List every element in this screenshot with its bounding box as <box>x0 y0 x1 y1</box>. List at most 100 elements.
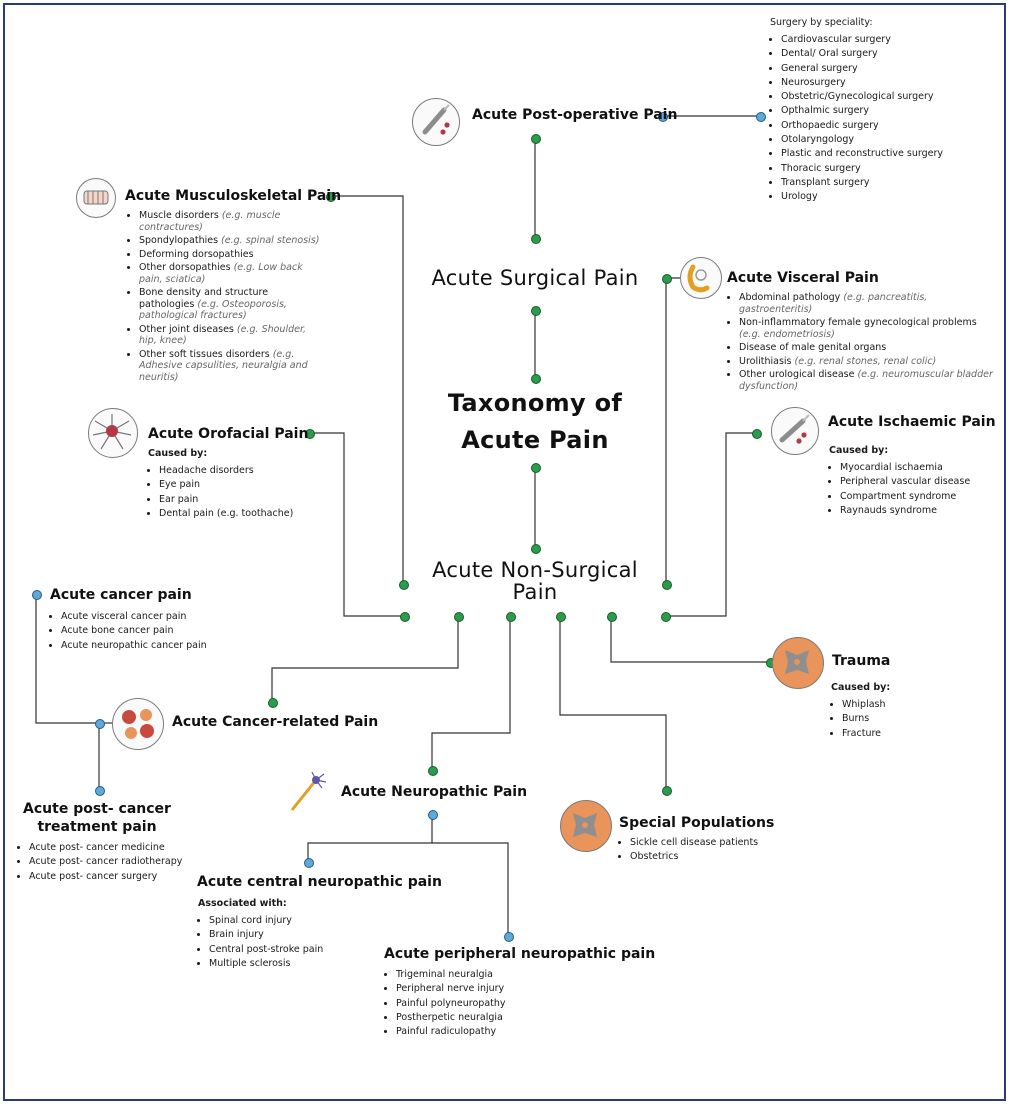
list-item: Painful polyneuropathy <box>396 997 575 1011</box>
list-item: Orthopaedic surgery <box>781 119 970 133</box>
connector-dot <box>531 374 541 384</box>
connector-dot <box>662 274 672 284</box>
list-item: General surgery <box>781 62 970 76</box>
connector-dot <box>756 112 766 122</box>
cancer-related-title: Acute Cancer-related Pain <box>172 714 379 730</box>
muscle-fibre-icon <box>76 178 116 218</box>
list-item-example: (e.g. Osteoporosis, pathological fractur… <box>139 298 287 322</box>
list-item: Fracture <box>842 727 951 741</box>
list-item: Thoracic surgery <box>781 162 970 176</box>
list-item-example: (e.g. Low back pain, sciatica) <box>139 262 303 285</box>
connector-dot <box>661 612 671 622</box>
connector-dot <box>662 580 672 590</box>
ischaemic-title: Acute Ischaemic Pain <box>828 414 996 430</box>
ischaemic-panel: Caused by: Myocardial ischaemia Peripher… <box>829 445 999 518</box>
connector-dot <box>399 580 409 590</box>
list-item: Bone density and structure pathologies (… <box>139 287 320 322</box>
non-surgical-line1: Acute Non-Surgical <box>432 558 638 582</box>
list-item: Central post-stroke pain <box>209 943 378 957</box>
special-populations-title: Special Populations <box>619 815 775 831</box>
cancer-cells-icon <box>112 698 164 750</box>
connector-dot <box>531 544 541 554</box>
orofacial-panel: Caused by: Headache disorders Eye pain E… <box>148 448 308 521</box>
list-item: Multiple sclerosis <box>209 957 378 971</box>
taxonomy-title-line2: Acute Pain <box>461 426 609 454</box>
neuron-icon <box>282 770 332 820</box>
connector-dot <box>531 306 541 316</box>
connector-dot <box>305 429 315 439</box>
list-item: Headache disorders <box>159 464 308 478</box>
list-item: Abdominal pathology (e.g. pancreatitis, … <box>739 292 1000 315</box>
central-neuropathic-panel: Associated with: Spinal cord injury Brai… <box>198 898 378 971</box>
list-item: Acute post- cancer surgery <box>29 870 218 884</box>
peripheral-neuropathic-panel: Trigeminal neuralgia Peripheral nerve in… <box>385 968 575 1039</box>
connector-dot <box>531 134 541 144</box>
list-item-example: (e.g. Shoulder, hip, knee) <box>139 323 307 347</box>
cancer-pain-panel: Acute visceral cancer pain Acute bone ca… <box>50 610 240 653</box>
orofacial-title: Acute Orofacial Pain <box>148 426 309 442</box>
list-item-example: (e.g. pancreatitis, gastroenteritis) <box>739 292 928 315</box>
connector-dot <box>95 719 105 729</box>
diagram-frame <box>3 3 1006 1101</box>
list-item: Obstetric/Gynecological surgery <box>781 90 970 104</box>
connector-dot <box>428 810 438 820</box>
connector-musculoskeletal <box>330 195 404 584</box>
list-item: Dental pain (e.g. toothache) <box>159 507 308 521</box>
list-item-text: Non-inflammatory female gynecological pr… <box>739 317 977 328</box>
ischaemic-subtitle: Caused by: <box>829 445 889 456</box>
list-item: Transplant surgery <box>781 176 970 190</box>
orofacial-subtitle: Caused by: <box>148 448 208 459</box>
list-item: Urolithiasis (e.g. renal stones, renal c… <box>739 356 1000 368</box>
list-item: Postherpetic neuralgia <box>396 1011 575 1025</box>
central-neuropathic-subtitle: Associated with: <box>198 898 287 909</box>
list-item: Burns <box>842 712 951 726</box>
post-cancer-title: Acute post- cancer treatment pain <box>12 800 182 836</box>
list-item-text: Deforming dorsopathies <box>139 248 254 260</box>
list-item-text: Abdominal pathology <box>739 292 841 303</box>
list-item: Whiplash <box>842 698 951 712</box>
list-item: Dental/ Oral surgery <box>781 47 970 61</box>
musculoskeletal-list: Muscle disorders (e.g. muscle contractur… <box>128 210 320 383</box>
list-item-text: Other joint diseases <box>139 323 234 335</box>
list-item: Acute post- cancer radiotherapy <box>29 855 218 869</box>
list-item: Sickle cell disease patients <box>630 836 809 850</box>
list-item: Neurosurgery <box>781 76 970 90</box>
peripheral-neuropathic-list: Trigeminal neuralgia Peripheral nerve in… <box>385 968 575 1039</box>
spinal-cord-icon <box>560 800 612 852</box>
trauma-subtitle: Caused by: <box>831 682 891 693</box>
list-item: Deforming dorsopathies <box>139 249 320 261</box>
connector-ischaemic <box>665 432 756 617</box>
list-item: Other urological disease (e.g. neuromusc… <box>739 369 1000 392</box>
connector-peripheral <box>432 842 509 936</box>
post-cancer-list: Acute post- cancer medicine Acute post- … <box>18 841 218 884</box>
central-neuropathic-list: Spinal cord injury Brain injury Central … <box>198 914 378 971</box>
non-surgical-pain-label: Acute Non-Surgical Pain <box>395 559 675 603</box>
cancer-pain-title: Acute cancer pain <box>50 587 192 603</box>
list-item-text: Disease of male genital organs <box>739 342 887 353</box>
cancer-pain-list: Acute visceral cancer pain Acute bone ca… <box>50 610 240 653</box>
trauma-panel: Caused by: Whiplash Burns Fracture <box>831 682 951 741</box>
post-cancer-panel: Acute post- cancer medicine Acute post- … <box>18 841 218 884</box>
connector-dot <box>504 932 514 942</box>
list-item-example: (e.g. renal stones, renal colic) <box>794 355 937 367</box>
connector-cancer-related <box>271 616 459 702</box>
connector-dot <box>531 463 541 473</box>
central-neuropathic-title: Acute central neuropathic pain <box>197 874 442 890</box>
visceral-panel: Abdominal pathology (e.g. pancreatitis, … <box>728 292 1000 394</box>
connector-dot <box>32 590 42 600</box>
neuropathic-title: Acute Neuropathic Pain <box>341 784 528 800</box>
list-item: Other soft tissues disorders (e.g. Adhes… <box>139 349 320 384</box>
visceral-list: Abdominal pathology (e.g. pancreatitis, … <box>728 292 1000 392</box>
musculoskeletal-title: Acute Musculoskeletal Pain <box>125 188 342 204</box>
syringe-icon <box>771 407 819 455</box>
connector-visceral <box>665 277 680 584</box>
connector-dot <box>400 612 410 622</box>
connector-orofacial <box>309 432 404 617</box>
list-item: Disease of male genital organs <box>739 342 1000 354</box>
connector-dot <box>662 786 672 796</box>
connector-dot <box>556 612 566 622</box>
connector-dot <box>428 766 438 776</box>
list-item: Non-inflammatory female gynecological pr… <box>739 317 1000 340</box>
connector-dot <box>658 112 668 122</box>
list-item: Eye pain <box>159 478 308 492</box>
